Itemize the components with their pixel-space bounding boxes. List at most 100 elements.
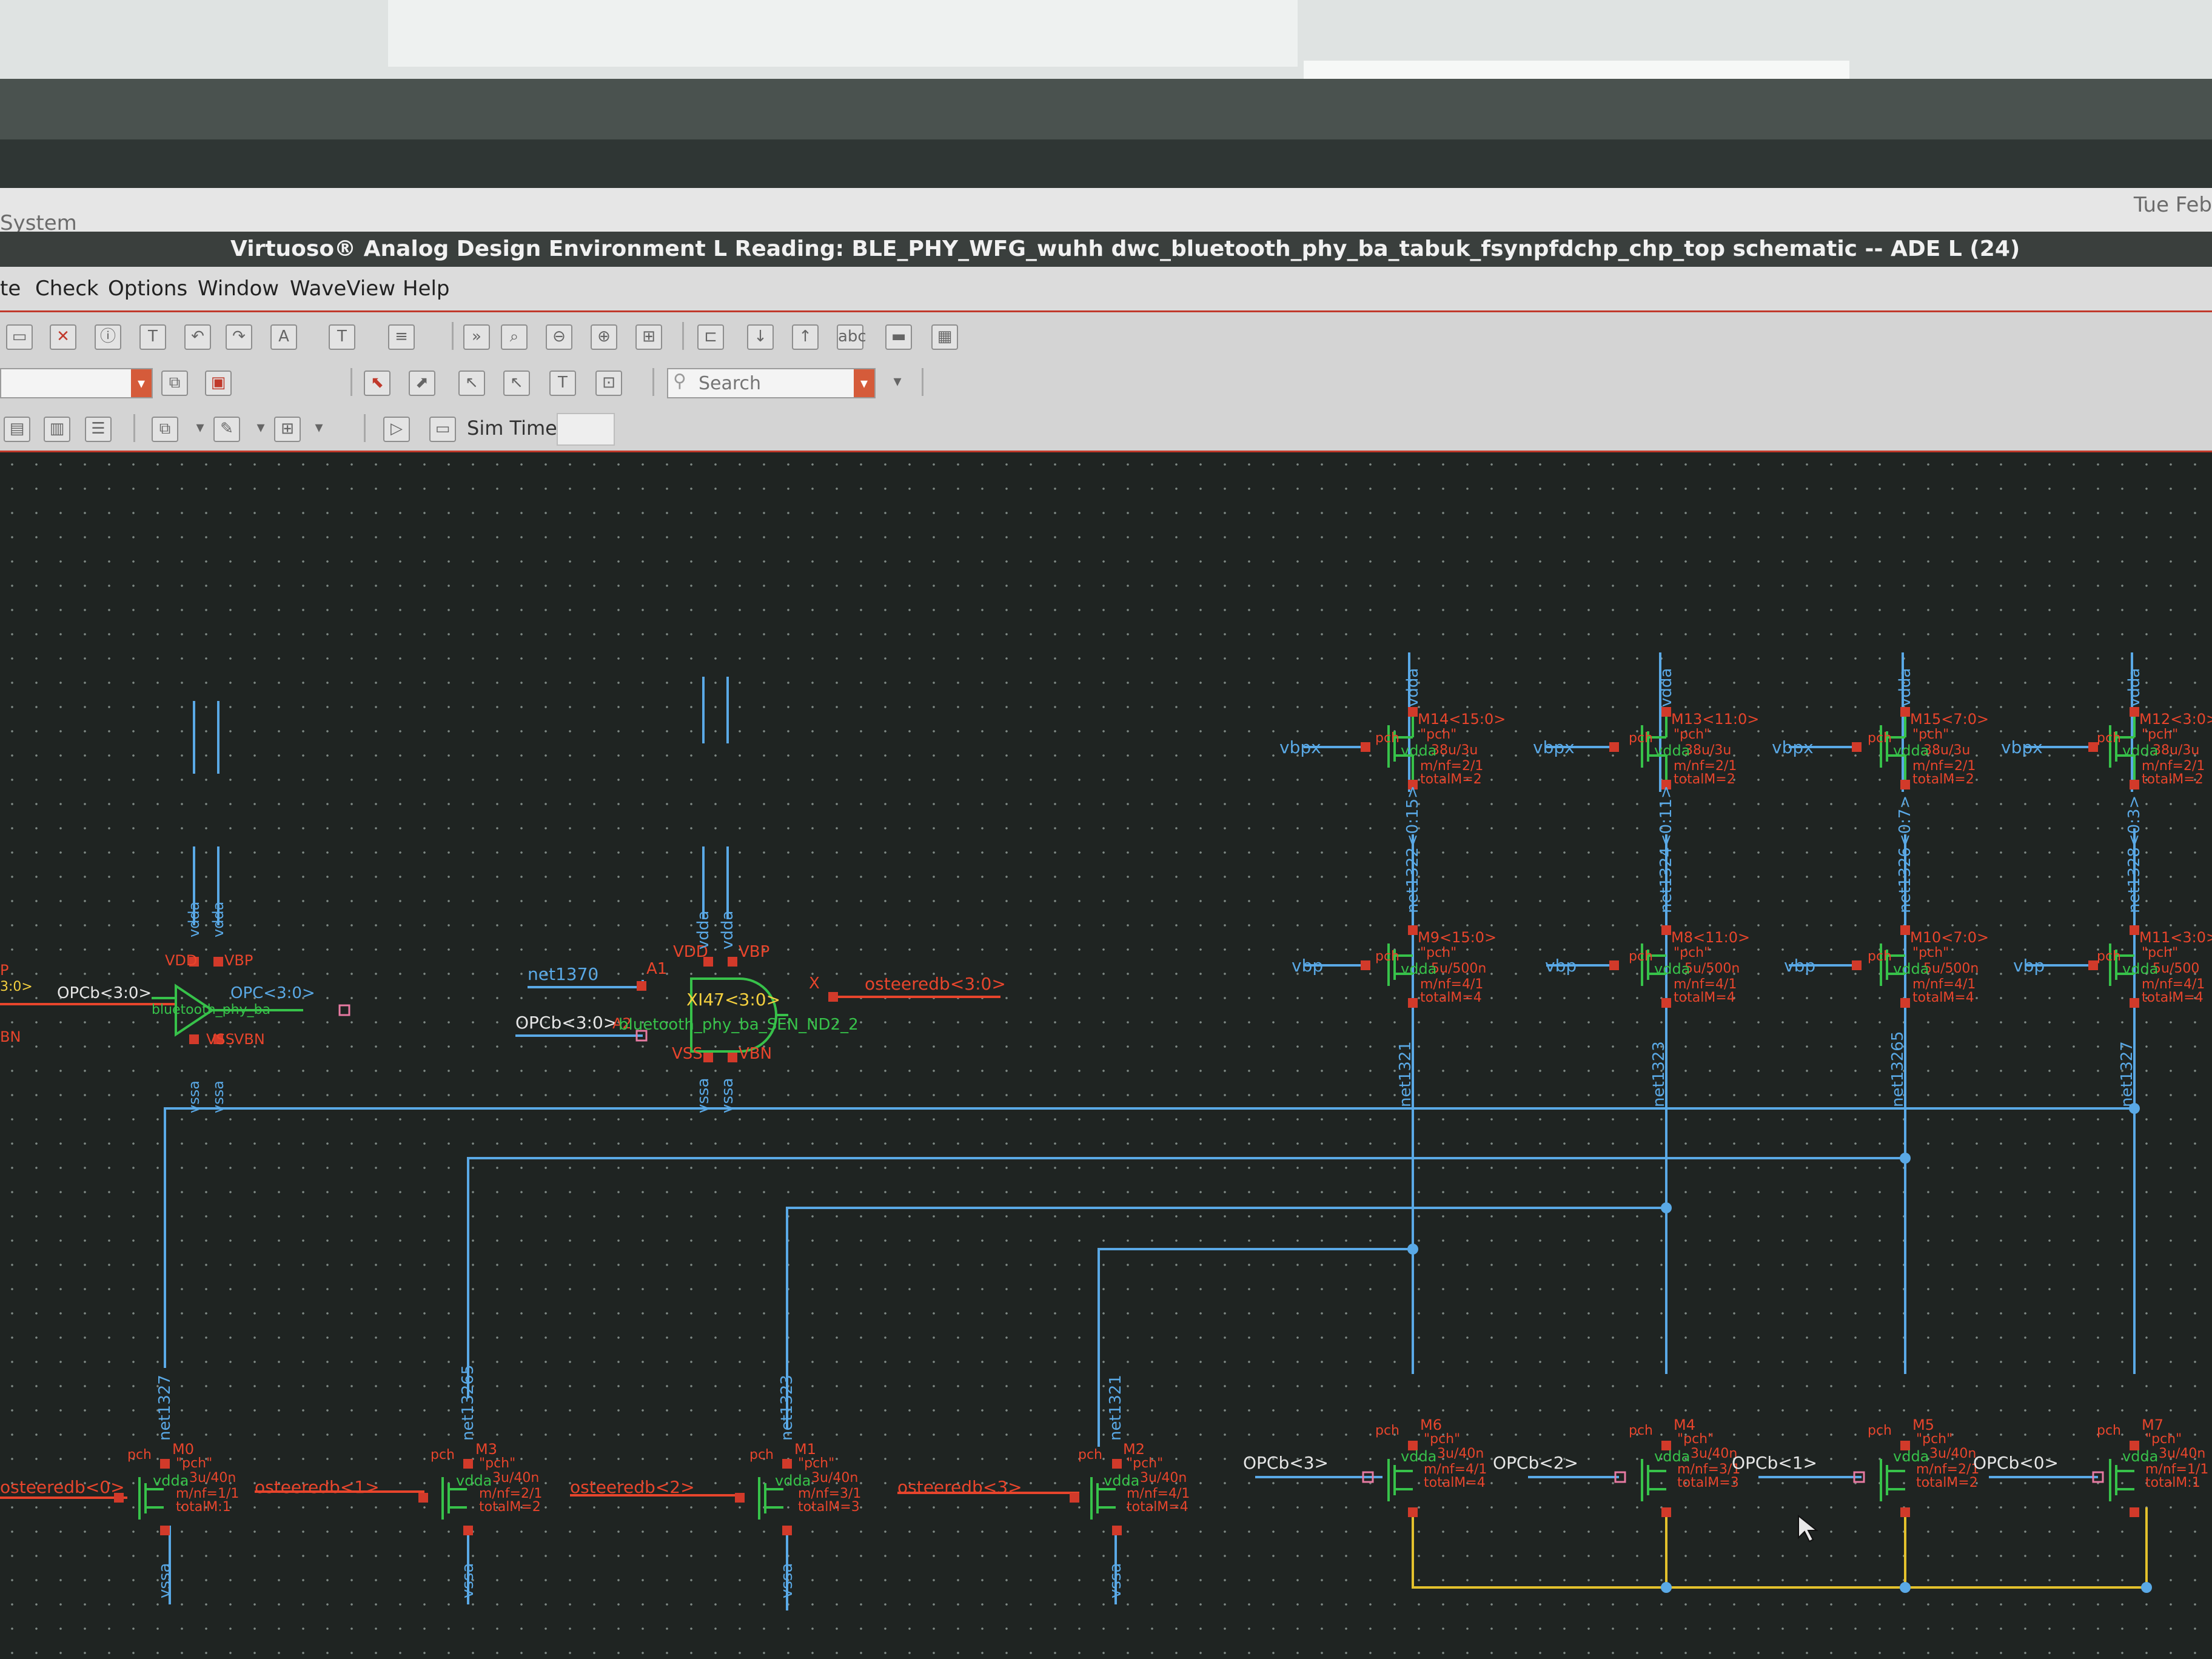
schematic-labels: net1370 A1 OPCb<3:0> A2 XI47<3:0> blueto…: [0, 668, 2212, 1598]
toolbar-separator: [350, 368, 352, 396]
system-menu-label[interactable]: System: [0, 211, 77, 235]
calculator-icon[interactable]: ▦: [931, 324, 958, 350]
grid-icon[interactable]: ▤: [4, 417, 30, 442]
body-label: vdda: [2122, 742, 2158, 759]
device-param: 3u/40n: [1437, 1446, 1484, 1461]
net-label: OPCb<3>: [1243, 1453, 1329, 1473]
hierarchy-icon[interactable]: ⊏: [697, 324, 724, 350]
model-label: pch: [1375, 1423, 1399, 1438]
edit-icon[interactable]: ✎: [213, 417, 240, 442]
check-save-icon[interactable]: abc: [837, 324, 866, 350]
text-size-icon[interactable]: T: [329, 324, 355, 350]
label-tool-icon[interactable]: A: [270, 324, 297, 350]
device-param: m/nf=2/1: [479, 1486, 542, 1501]
chevron-down-icon[interactable]: ▾: [854, 369, 874, 397]
align-icon[interactable]: ≡: [388, 324, 415, 350]
device-param: 3u/40n: [189, 1470, 236, 1486]
menu-help[interactable]: Help: [403, 276, 450, 301]
body-label: vdda: [1654, 742, 1690, 759]
ascend-icon[interactable]: ↑: [792, 324, 819, 350]
body-label: vdda: [1893, 960, 1929, 977]
zoom-area-icon[interactable]: ⊞: [635, 324, 662, 350]
net-label: vbpx: [1772, 737, 1814, 757]
chevron-down-icon[interactable]: ▾: [131, 369, 152, 397]
select-icon[interactable]: ⬉: [364, 370, 390, 396]
text-tool-icon[interactable]: T: [139, 324, 166, 350]
model-label: pch: [1375, 949, 1399, 964]
sim-time-label: Sim Time: [467, 417, 557, 440]
net-label: net1321: [1107, 1375, 1125, 1441]
pointer-icon[interactable]: ↖: [458, 370, 485, 396]
instance-label: M4: [1674, 1416, 1695, 1433]
more-tools-icon[interactable]: »: [463, 324, 490, 350]
net-label: net1323: [1650, 1041, 1668, 1107]
select-text-icon[interactable]: T: [549, 370, 576, 396]
device-param: totalM=4: [1127, 1500, 1188, 1515]
menu-check[interactable]: Check: [35, 276, 99, 301]
chevron-down-icon[interactable]: ▾: [315, 418, 323, 437]
workspace-combo[interactable]: ▾: [0, 368, 153, 398]
info-icon[interactable]: ⓘ: [95, 324, 121, 350]
chevron-down-icon[interactable]: ▾: [196, 418, 204, 437]
search-input[interactable]: [697, 372, 845, 395]
body-label: vdda: [2122, 1448, 2158, 1465]
table-icon[interactable]: ▥: [44, 417, 70, 442]
device-param: totalM=2: [1912, 772, 1974, 787]
device-param: totalM=4: [1424, 1475, 1486, 1490]
select-net-icon[interactable]: ⬈: [409, 370, 435, 396]
search-options-icon[interactable]: ▾: [893, 372, 902, 390]
selection-filter-icon[interactable]: ⊡: [595, 370, 622, 396]
device-param: totalM=4: [2142, 990, 2204, 1005]
undo-icon[interactable]: ↶: [184, 324, 211, 350]
schematic-drawing[interactable]: net1370 A1 OPCb<3:0> A2 XI47<3:0> blueto…: [0, 452, 2212, 1659]
select-instance-icon[interactable]: ↖: [503, 370, 530, 396]
menu-simulation[interactable]: te: [0, 276, 21, 301]
device-param: "pch": [1127, 1456, 1163, 1471]
body-label: vdda: [775, 1472, 811, 1489]
netlist-icon[interactable]: ⧉: [152, 417, 178, 442]
pin-label: X: [809, 974, 820, 993]
device-param: 5u/500n: [1431, 961, 1486, 976]
copy-icon[interactable]: ⧉: [161, 370, 188, 396]
toolbar-separator: [922, 368, 923, 396]
save-icon[interactable]: ▭: [6, 324, 33, 350]
zoom-in-icon[interactable]: ⊕: [591, 324, 617, 350]
delete-icon[interactable]: ✕: [50, 324, 76, 350]
mouse-pointer-icon: [1798, 1514, 1818, 1543]
net-label: osteeredb<1>: [255, 1477, 380, 1497]
chevron-down-icon[interactable]: ▾: [256, 418, 265, 437]
device-param: 5u/500: [2153, 961, 2199, 976]
device-param: "pch": [1420, 945, 1456, 960]
menu-window[interactable]: Window: [198, 276, 280, 301]
run-icon[interactable]: ▷: [383, 417, 410, 442]
instance-label: M8<11:0>: [1671, 929, 1750, 946]
device-param: 38u/3u: [1684, 743, 1731, 758]
redo-icon[interactable]: ↷: [226, 324, 252, 350]
supply-label: vdda: [1657, 668, 1675, 707]
search-field[interactable]: ⚲ ▾: [667, 368, 876, 398]
menu-waveview[interactable]: WaveView: [290, 276, 396, 301]
window-title-bar[interactable]: Virtuoso® Analog Design Environment L Re…: [0, 232, 2212, 267]
device-param: "pch": [2142, 727, 2178, 742]
device-param: totalM=2: [1420, 772, 1482, 787]
menu-options[interactable]: Options: [108, 276, 188, 301]
zoom-fit-icon[interactable]: ⌕: [501, 324, 528, 350]
toolbar-select: ▾ ⧉ ▣ ⬉ ⬈ ↖ ↖ T ⊡ ⚲ ▾ ▾: [0, 358, 2212, 404]
list-icon[interactable]: ☰: [85, 417, 112, 442]
net-label: vbp: [1292, 956, 1323, 976]
supply-label: vssa: [156, 1563, 174, 1598]
probe-icon[interactable]: ▬: [885, 324, 912, 350]
plot-icon[interactable]: ⊞: [274, 417, 301, 442]
instance-label: M1: [794, 1441, 816, 1458]
window-icon[interactable]: ▣: [205, 370, 232, 396]
schematic-canvas[interactable]: net1370 A1 OPCb<3:0> A2 XI47<3:0> blueto…: [0, 452, 2212, 1659]
descend-icon[interactable]: ↓: [747, 324, 774, 350]
net-label: osteeredb<3>: [897, 1477, 1022, 1497]
supply-label: vssa: [694, 1078, 712, 1113]
instance-label: M12<3:0>: [2139, 711, 2212, 728]
zoom-out-icon[interactable]: ⊖: [546, 324, 572, 350]
pin-label: VBP: [224, 952, 253, 969]
sim-time-field[interactable]: [557, 413, 615, 446]
device-param: m/nf=4/1: [1424, 1462, 1487, 1477]
device-param: 3u/40n: [492, 1470, 539, 1486]
